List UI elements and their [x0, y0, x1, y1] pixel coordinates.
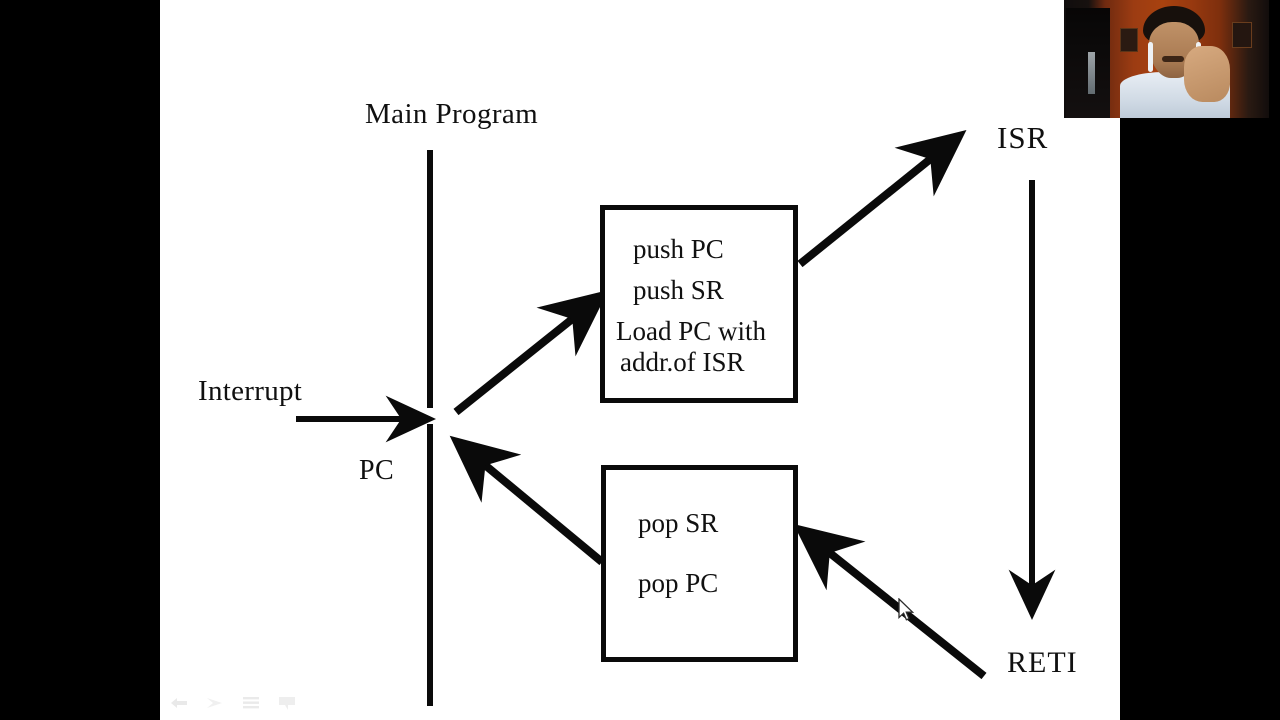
push-box-line: push PC	[633, 234, 724, 264]
label-reti: RETI	[1007, 646, 1078, 679]
diagram-vector-layer	[296, 129, 1056, 706]
webcam-wall-frame	[1232, 22, 1252, 48]
to-push-arrow	[453, 290, 609, 416]
push-box-line: addr.of ISR	[620, 347, 745, 377]
push-box-line: Load PC with	[616, 316, 767, 346]
annotation-toolbar[interactable]	[168, 688, 295, 718]
page-title: Main Program	[365, 98, 539, 130]
push-box: push PC push SR Load PC with addr.of ISR	[600, 205, 798, 403]
webcam-presenter-mouth	[1162, 56, 1184, 62]
label-isr: ISR	[997, 120, 1049, 155]
push-to-isr-arrow	[797, 129, 967, 268]
label-interrupt: Interrupt	[198, 375, 303, 407]
pop-box: pop SR pop PC	[601, 465, 798, 662]
pop-box-line: pop SR	[638, 508, 719, 538]
reti-to-pop-arrow	[793, 524, 987, 680]
pen-icon[interactable]	[204, 693, 226, 713]
eraser-icon[interactable]	[168, 693, 190, 713]
slide-canvas[interactable]: Main Program Interrupt PC ISR RETI push …	[160, 0, 1120, 720]
webcam-wall-frame	[1120, 28, 1138, 52]
pointer-icon[interactable]	[276, 693, 298, 713]
webcam-presenter-hand	[1184, 46, 1230, 102]
pop-box-line: pop PC	[638, 568, 719, 598]
lines-icon[interactable]	[240, 693, 262, 713]
pop-to-main-arrow	[449, 435, 605, 566]
label-pc: PC	[359, 455, 395, 486]
webcam-lamp	[1088, 52, 1095, 94]
presenter-webcam-overlay[interactable]	[1064, 0, 1269, 118]
push-box-line: push SR	[633, 275, 724, 305]
webcam-earphone-cable	[1148, 42, 1153, 72]
